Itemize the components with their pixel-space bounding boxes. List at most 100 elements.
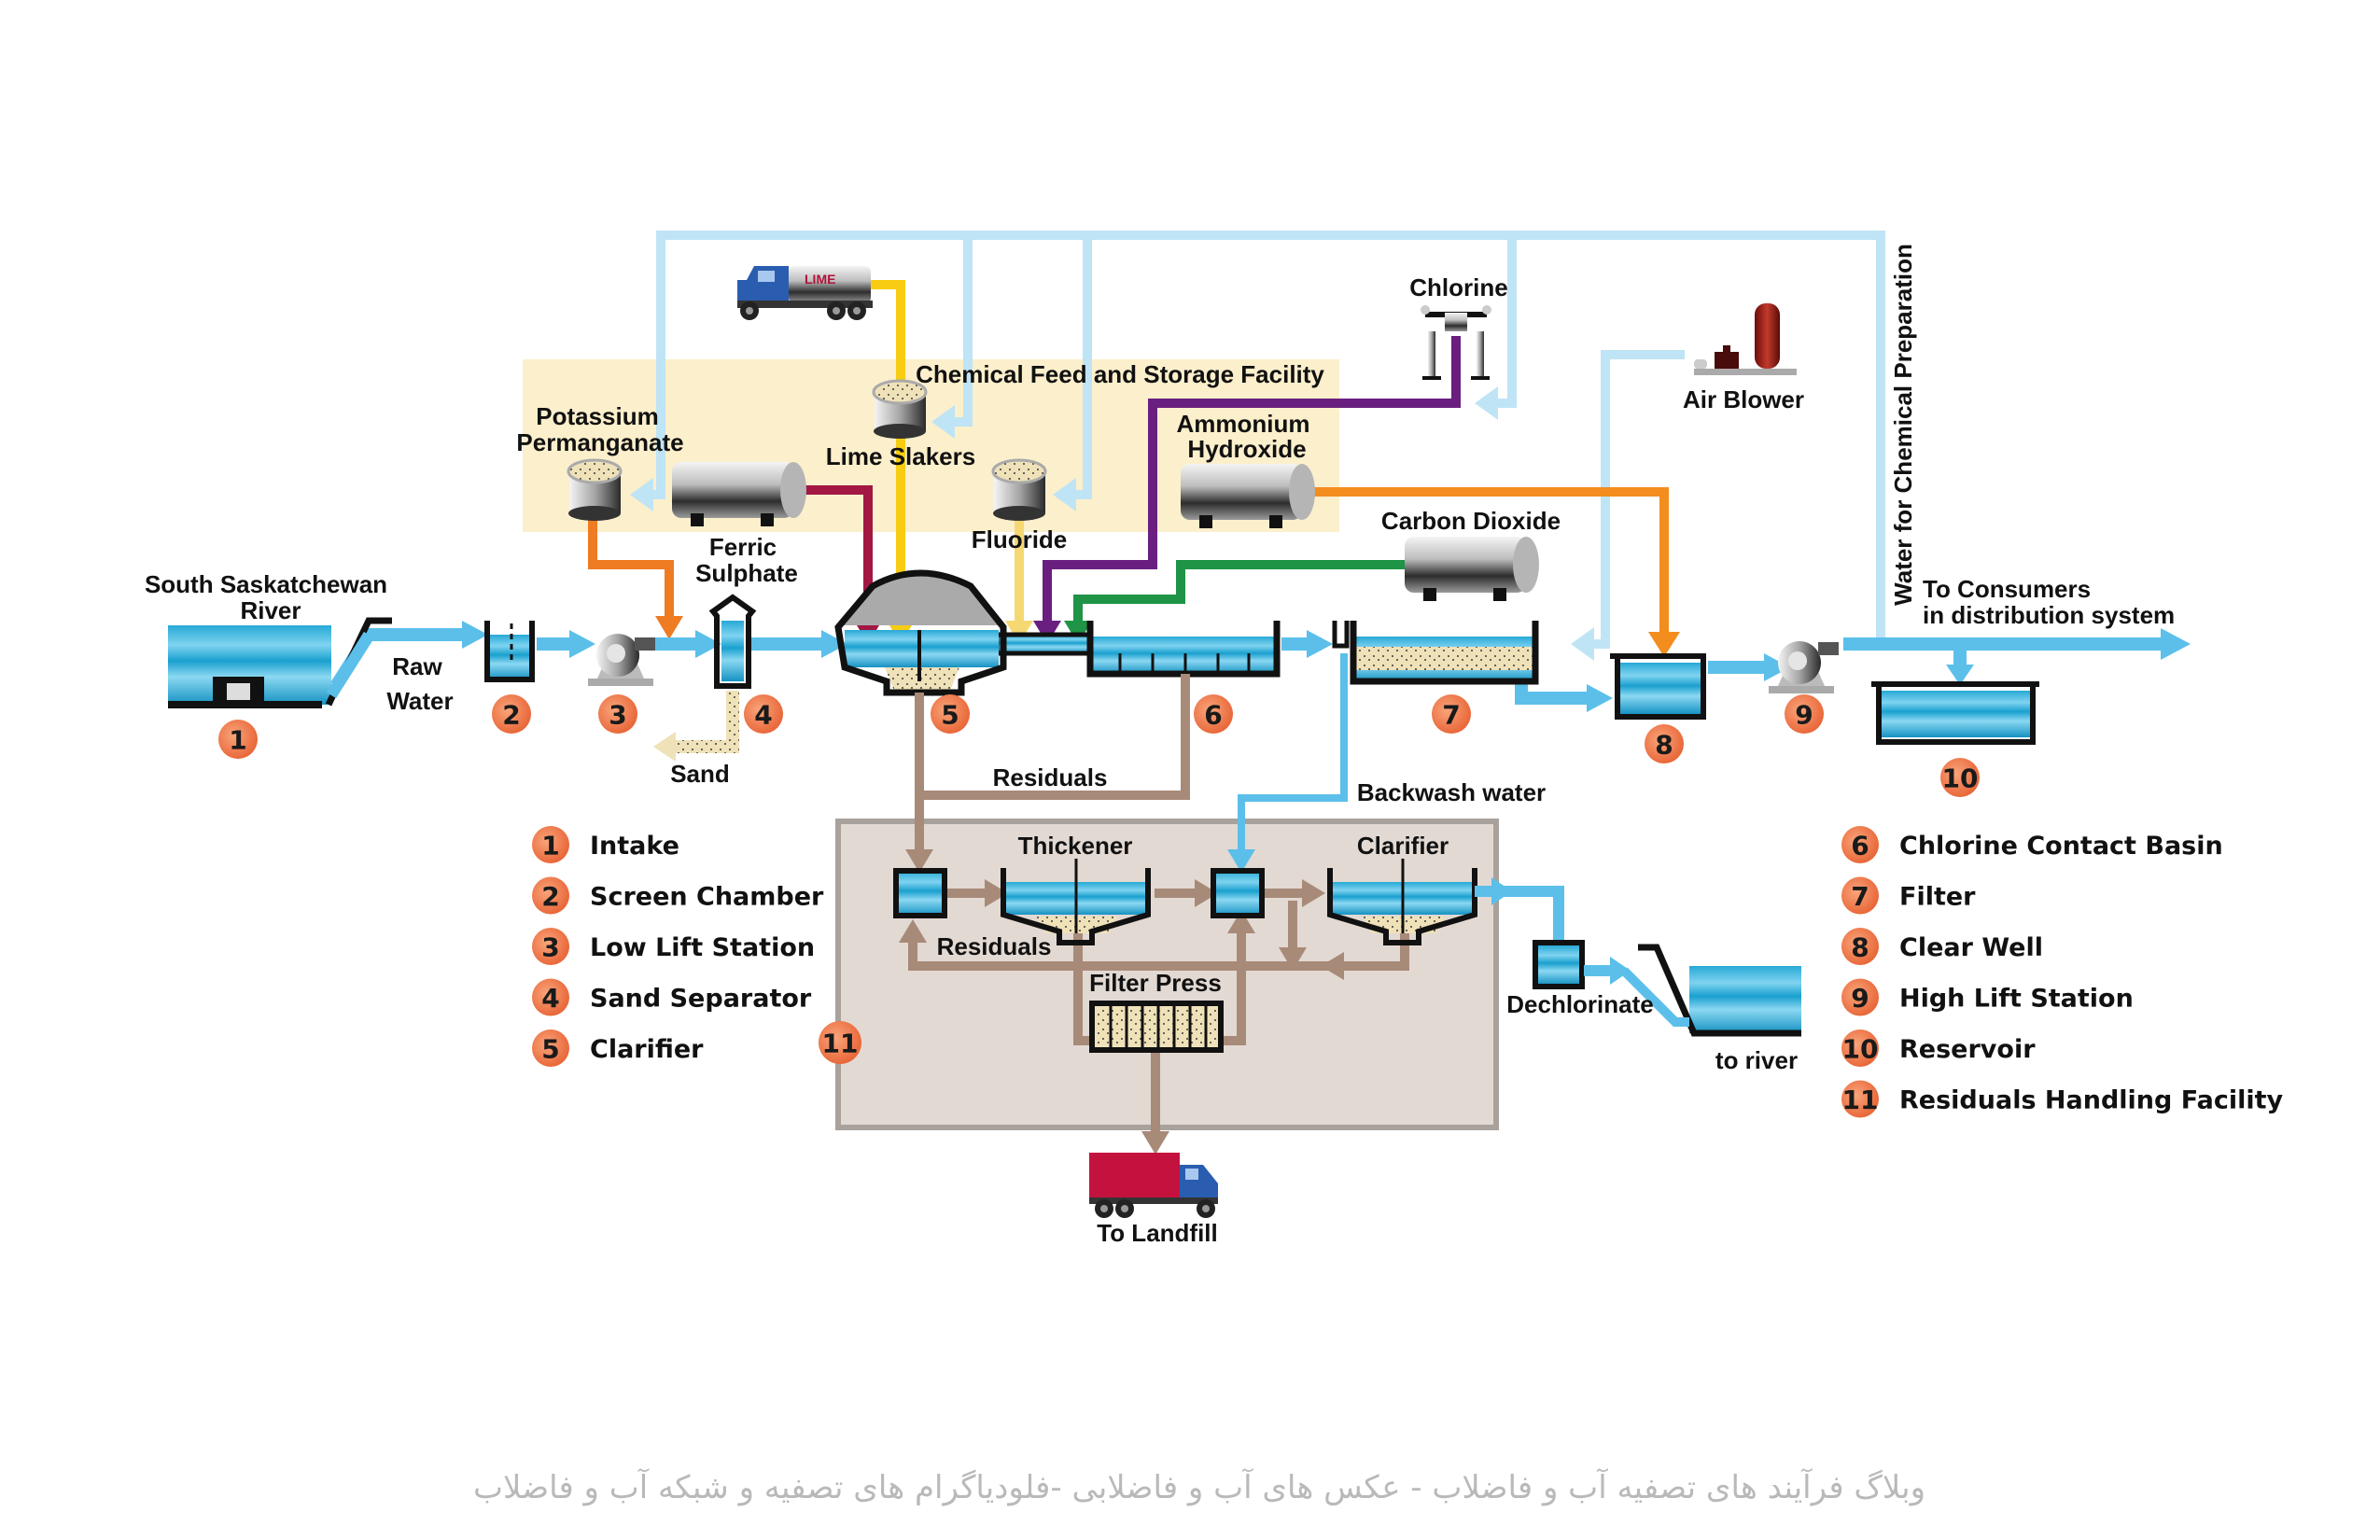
badge-circle [1432,694,1471,734]
chlorine-cylinders [1421,305,1491,380]
backwash-label: Backwash water [1357,778,1546,806]
legend-item: 8 Clear Well [1841,928,2043,965]
badge-circle [1194,694,1233,734]
badge-circle [492,694,531,734]
badge-number: 9 [1851,983,1869,1014]
chemical-facility-label: Chemical Feed and Storage Facility [916,360,1324,388]
legend-badge-3: 3 [532,928,569,965]
badge-circle [532,876,569,915]
reservoir [1871,681,2039,745]
legend-badge-2: 2 [532,876,569,915]
residual-clarifier-label: Clarifier [1357,832,1449,860]
river-label-line2: River [240,596,301,624]
dechlorinate-tank [1533,940,1585,989]
residuals-facility-box [835,819,1499,1130]
badge-8: 8 [1645,724,1684,763]
lime-line [868,280,905,630]
badge-10: 10 [1940,758,1980,797]
ferric-label-line2: Sulphate [695,559,798,587]
badge-circle [532,826,569,863]
air-blower [1694,303,1797,375]
badge-circle [1841,978,1879,1016]
residuals-label-top: Residuals [993,763,1108,791]
badge-5: 5 [931,694,970,734]
legend-label: Screen Chamber [590,883,824,912]
legend-label: Intake [590,832,679,861]
ammonium-label-line1: Ammonium [1177,410,1310,438]
lime-truck: LIME [737,266,873,320]
ferric-label-line1: Ferric [709,533,777,561]
dechlorinate-label: Dechlorinate [1506,990,1654,1018]
legend-badge-7: 7 [1841,876,1879,915]
badge-number: 7 [1851,881,1869,912]
legend-badge-6: 6 [1841,826,1879,863]
clear-well [1610,653,1706,720]
legend-label: Chlorine Contact Basin [1899,832,2223,861]
chlorine-line [1043,336,1461,630]
to-consumers-label-line1: To Consumers [1923,575,2091,603]
legend-label: Clarifier [590,1035,704,1064]
legend-badge-8: 8 [1841,928,1879,965]
badge-circle [1841,1080,1879,1118]
residual-tank-2 [1211,868,1265,918]
river-label-line1: South Saskatchewan [145,570,387,598]
legend-label: Low Lift Station [590,933,815,962]
permanganate-line [588,518,674,625]
residual-arrowheads [899,849,1344,1155]
permanganate-label-line2: Permanganate [516,428,683,456]
sand-separator [653,594,757,762]
legend-badge-1: 1 [532,826,569,863]
badge-number: 2 [541,881,559,912]
lime-slaker [872,379,928,439]
badge-circle [1940,758,1980,797]
badge-circle [598,694,637,734]
chem-water-arrowheads [630,386,1594,661]
legend-label: Filter [1899,883,1976,912]
legend-badge-11: 11 [1841,1080,1879,1118]
badge-number: 1 [229,725,246,756]
legend-label: Residuals Handling Facility [1899,1086,2284,1115]
badge-circle [1841,1029,1879,1067]
badge-number: 6 [1204,700,1222,731]
legend-label: Clear Well [1899,933,2043,962]
legend-badge-9: 9 [1841,978,1879,1016]
legend-badge-5: 5 [532,1029,569,1067]
ammonium-arrowhead [1648,632,1680,657]
badge-circle [1841,876,1879,915]
thickener [1001,859,1151,945]
badge-2: 2 [492,694,531,734]
badge-9: 9 [1785,694,1824,734]
ammonium-line [1307,487,1669,639]
badge-number: 4 [541,983,559,1014]
legend-item: 3 Low Lift Station [532,928,815,965]
screen-chamber [484,621,535,682]
badge-number: 8 [1851,932,1869,963]
backwash-arrowhead [1227,849,1255,873]
badge-number: 1 [541,831,559,861]
badge-number: 7 [1442,700,1460,731]
legend-label: High Lift Station [1899,985,2134,1014]
badge-number: 8 [1655,730,1673,761]
co2-line [1073,560,1405,630]
to-consumers-label-line2: in distribution system [1923,601,2175,629]
badge-number: 9 [1795,700,1813,731]
air-blower-label: Air Blower [1683,385,1804,413]
clarifier-to-basin-pipe [994,632,1093,656]
legend-item: 11 Residuals Handling Facility [1841,1080,2284,1118]
badge-number: 3 [541,932,559,963]
badge-number: 5 [941,700,959,731]
legend-item: 1 Intake [532,826,679,863]
outfall-arrowhead [1610,957,1631,985]
badge-circle [1785,694,1824,734]
filter-press [1089,1001,1224,1053]
fluoride-cylinder [991,458,1047,521]
badge-circle [532,1029,569,1067]
badge-number: 2 [502,700,520,731]
river-intake [168,617,392,708]
badge-7: 7 [1432,694,1471,734]
carbon-dioxide-label: Carbon Dioxide [1381,507,1561,535]
to-river-label: to river [1715,1046,1798,1074]
